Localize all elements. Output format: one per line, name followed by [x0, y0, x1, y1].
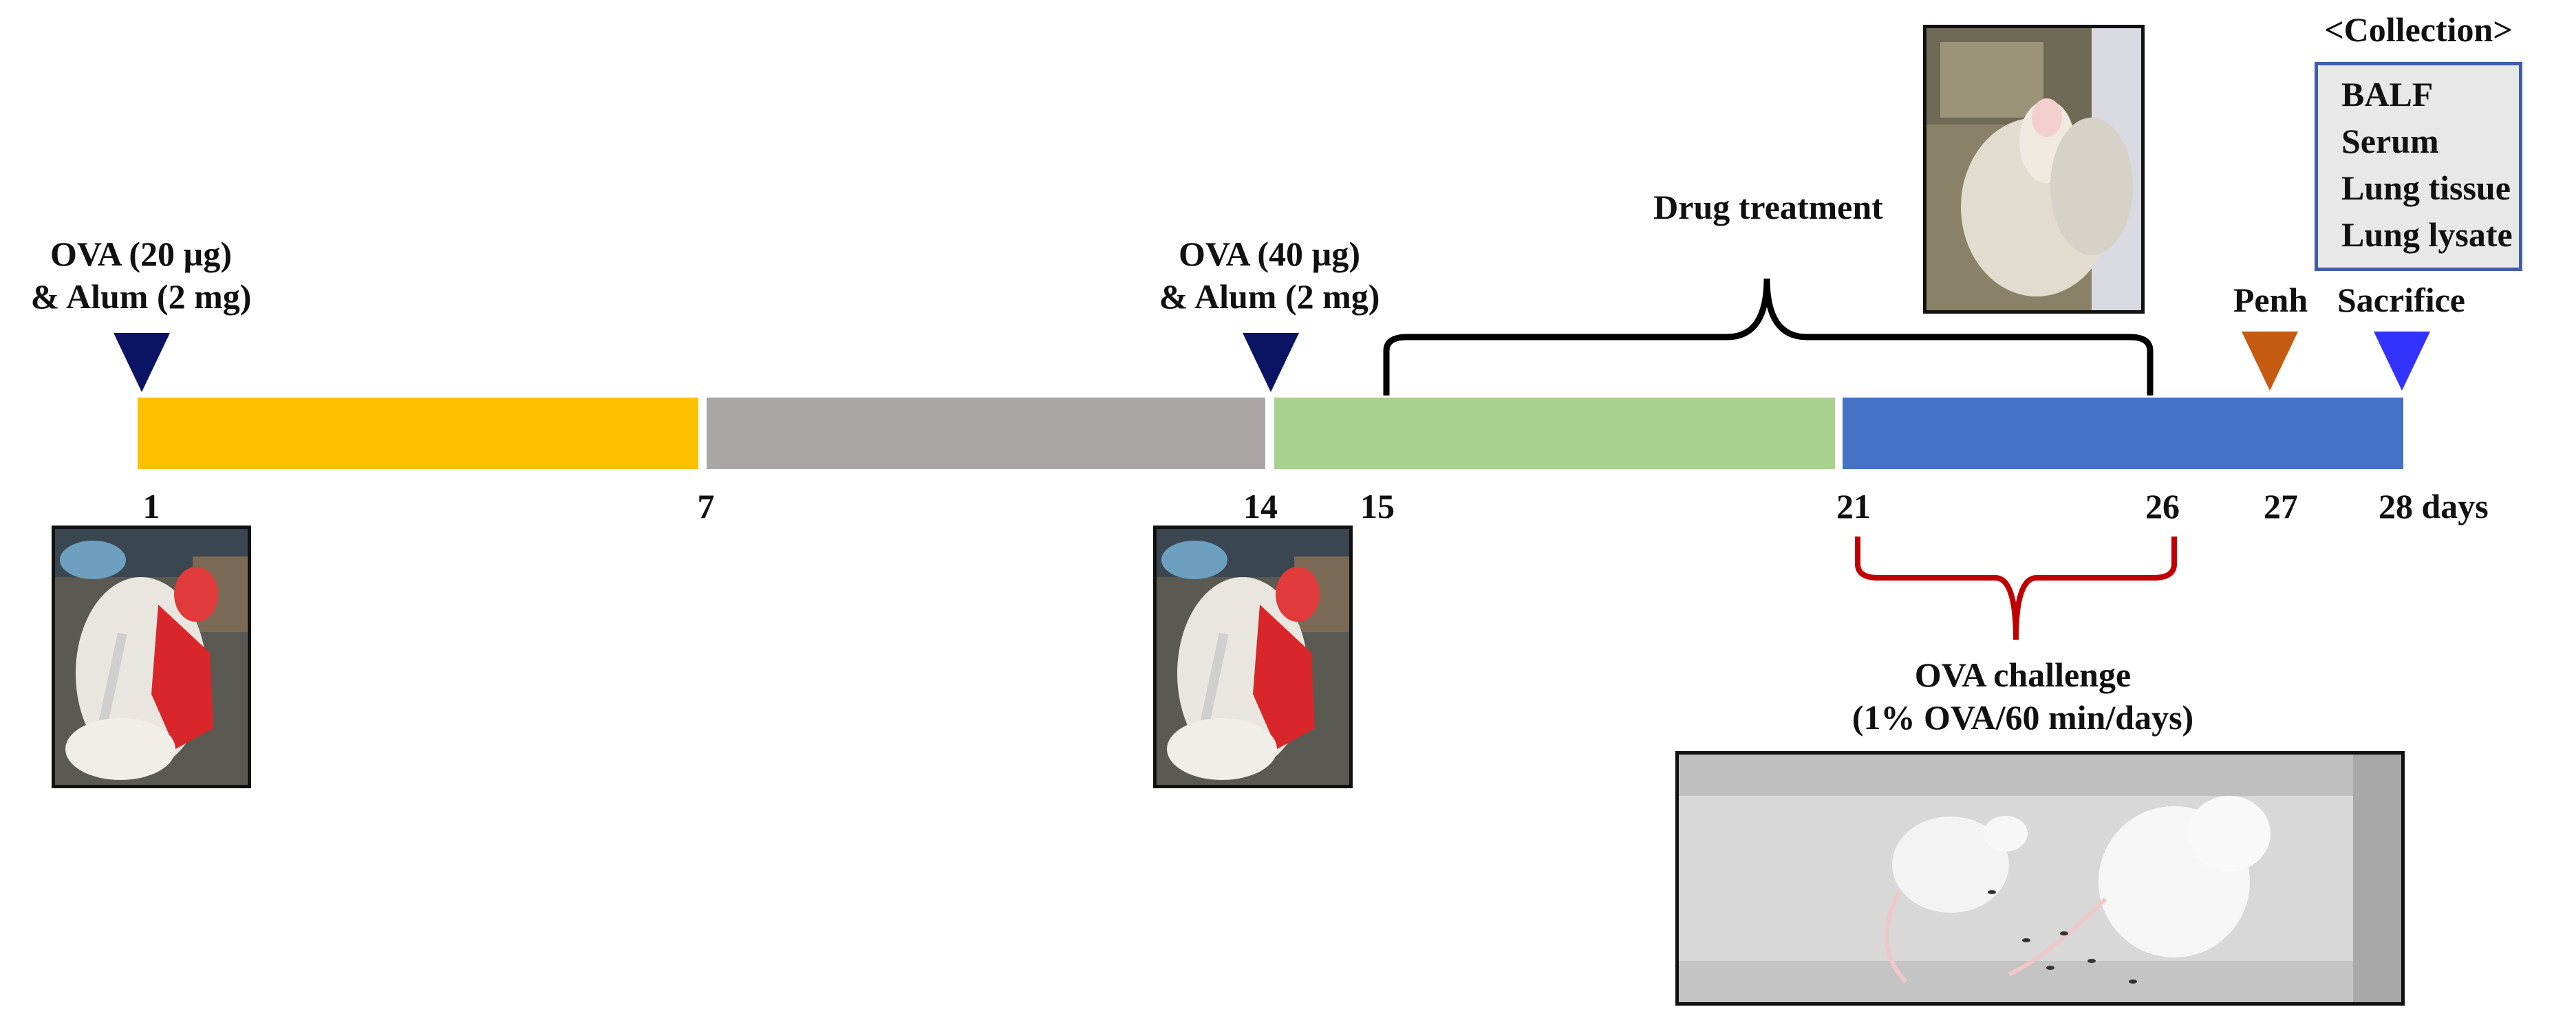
day-label-15: 15: [1360, 487, 1395, 526]
ova-challenge-chamber-image: [1679, 755, 2401, 1002]
drug-treatment-label: Drug treatment: [1653, 188, 1883, 226]
timeline-segment-day21-28: [1843, 398, 2403, 469]
timeline-segment-day14-21: [1274, 398, 1835, 469]
collection-title: <Collection>: [2324, 10, 2513, 49]
ova-challenge-title: OVA challenge: [1914, 656, 2132, 694]
day-label-26: 26: [2145, 487, 2180, 526]
injection-photo-day1: [52, 526, 251, 788]
ova-sensitization-marker-day14: [1243, 333, 1299, 392]
day-label-7: 7: [697, 487, 715, 526]
collection-item-lung-lysate: Lung lysate: [2341, 215, 2513, 254]
drug-administration-image: [1926, 28, 2141, 310]
ova2-dose-text: OVA (40 µg): [1178, 235, 1360, 273]
drug-administration-photo: [1923, 25, 2145, 314]
sacrifice-marker: [2374, 332, 2430, 391]
day-label-1: 1: [142, 487, 160, 526]
mouse-injection-image: [55, 529, 248, 785]
sacrifice-label: Sacrifice: [2337, 281, 2465, 319]
day-label-21: 21: [1836, 487, 1871, 526]
mouse-injection-image-2: [1157, 529, 1349, 785]
drug-treatment-bracket: [1383, 278, 2154, 396]
ova1-dose-text: OVA (20 µg): [50, 235, 232, 273]
penh-label: Penh: [2233, 281, 2308, 319]
day-label-14: 14: [1243, 487, 1278, 526]
ova1-alum-text: & Alum (2 mg): [30, 277, 252, 316]
injection-photo-day14: [1153, 526, 1353, 788]
day-label-27: 27: [2264, 487, 2298, 526]
ova-challenge-bracket: [1855, 537, 2177, 640]
timeline-segment-day1-7: [138, 398, 698, 469]
collection-item-serum: Serum: [2341, 122, 2439, 160]
ova-challenge-label: OVA challenge (1% OVA/60 min/days): [1775, 653, 2271, 739]
collection-list-box: BALF Serum Lung tissue Lung lysate: [2315, 62, 2522, 271]
ova-challenge-chamber-photo: [1675, 751, 2405, 1006]
ova-sensitization-marker-day1: [114, 333, 170, 392]
timeline-segment-day7-14: [707, 398, 1265, 469]
ova-challenge-detail: (1% OVA/60 min/days): [1852, 698, 2194, 737]
ova-sensitization-label-day1: OVA (20 µg) & Alum (2 mg): [7, 232, 275, 318]
ova-sensitization-label-day14: OVA (40 µg) & Alum (2 mg): [1135, 232, 1404, 318]
day-label-28: 28 days: [2379, 487, 2489, 526]
collection-item-lung-tissue: Lung tissue: [2341, 169, 2511, 207]
ova2-alum-text: & Alum (2 mg): [1159, 277, 1380, 316]
penh-marker: [2242, 332, 2298, 391]
collection-item-balf: BALF: [2341, 75, 2434, 113]
